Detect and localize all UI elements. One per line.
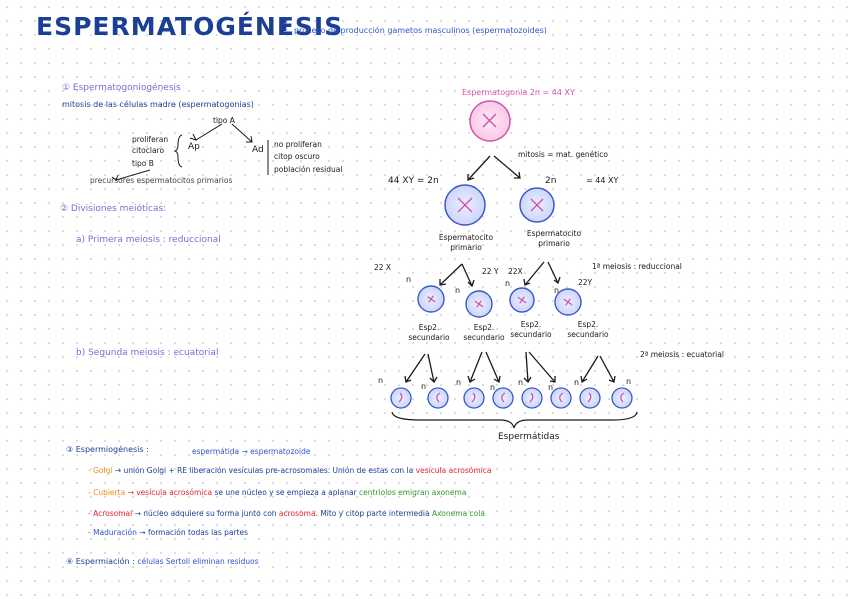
meiosis2-arrows (405, 352, 615, 382)
spermatid-cell (391, 388, 411, 408)
spermatid-cell (464, 388, 484, 408)
spermatids (391, 388, 632, 408)
primary-spermatocyte-right (520, 188, 554, 222)
spermatids-brace (392, 412, 637, 428)
section1-tree (112, 124, 268, 180)
secondary-cell-1 (418, 286, 444, 312)
arrow-precursor (116, 170, 150, 180)
mitosis-arrows (468, 156, 520, 180)
spermatid-cell (551, 388, 571, 408)
branch-to-ad (232, 124, 252, 142)
meiosis1-arrows (440, 262, 560, 286)
secondary-cell-2 (466, 291, 492, 317)
spermatogonia-cell (470, 101, 510, 141)
arrow-head (190, 134, 196, 140)
branch-to-ap (196, 124, 222, 140)
secondary-spermatocytes (418, 286, 581, 317)
bracket-ap (175, 135, 182, 167)
primary-spermatocyte-left (445, 185, 485, 225)
secondary-cell-4 (555, 289, 581, 315)
spermatid-cell (522, 388, 542, 408)
secondary-cell-3 (510, 288, 534, 312)
spermatid-cell (493, 388, 513, 408)
spermatid-cell (428, 388, 448, 408)
spermatid-cell (612, 388, 632, 408)
spermatid-cell (580, 388, 600, 408)
